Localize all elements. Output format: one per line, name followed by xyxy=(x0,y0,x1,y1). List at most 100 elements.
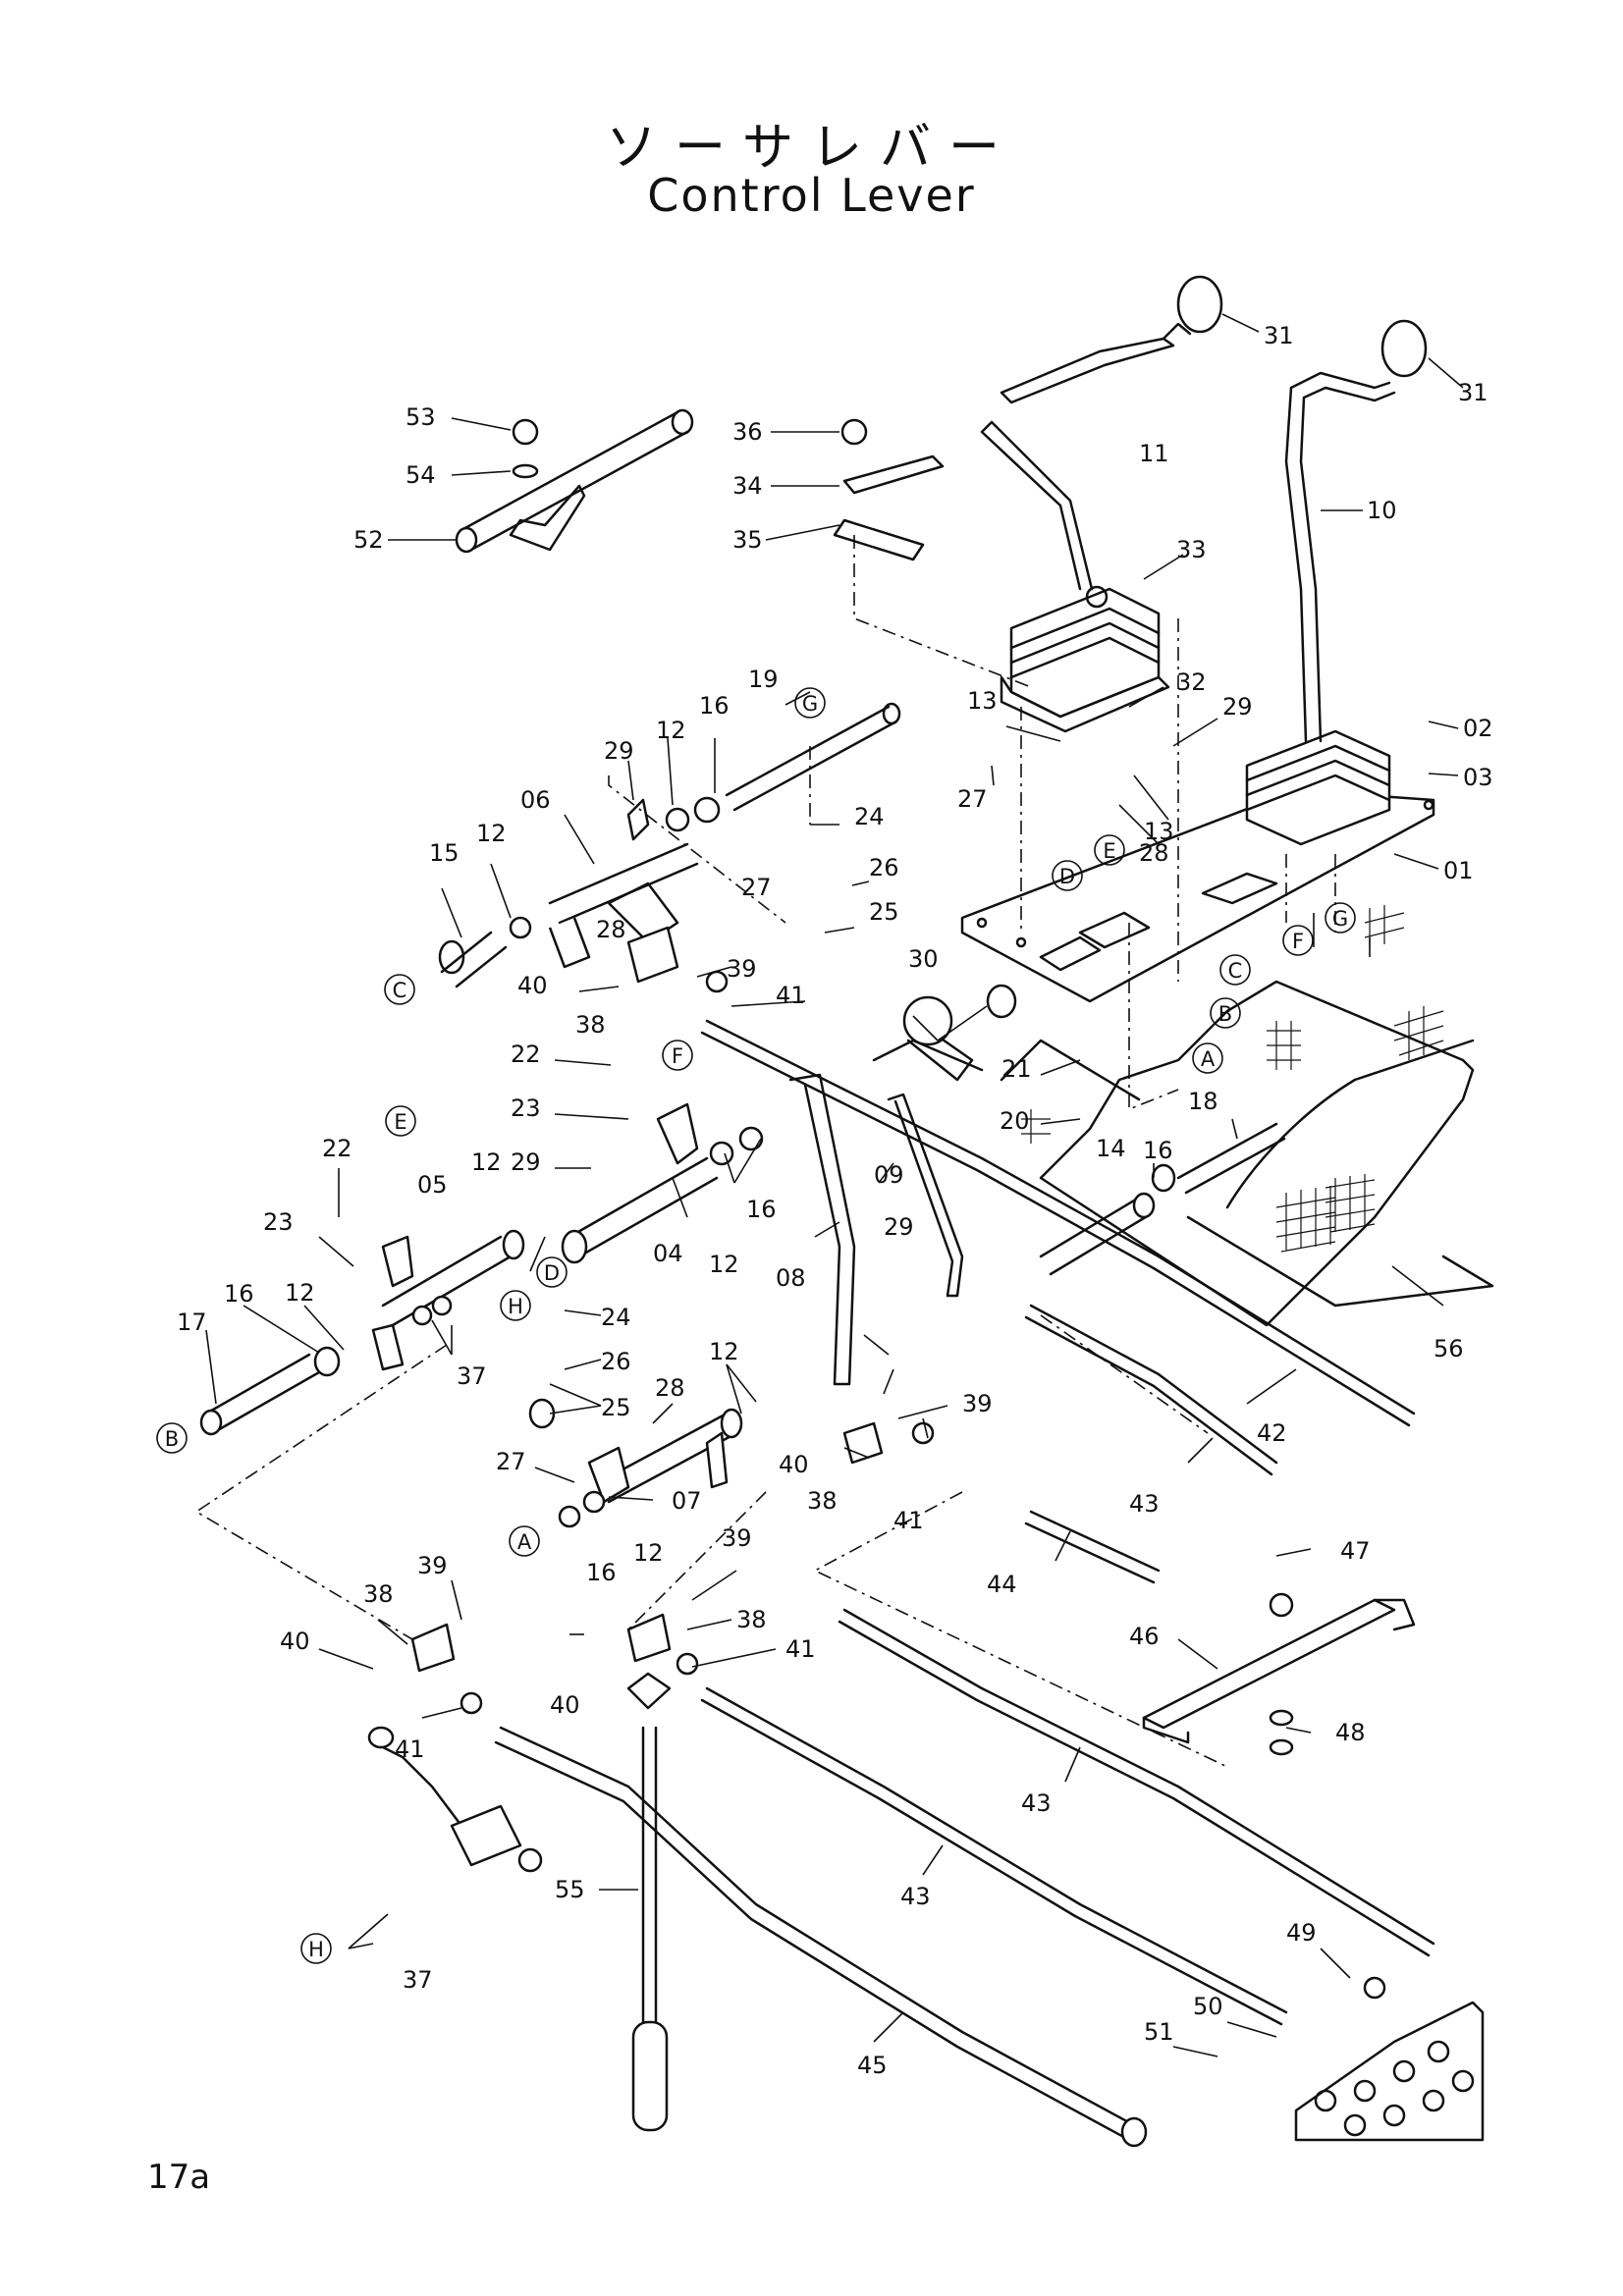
callout-22-left: 22 xyxy=(322,1135,352,1162)
rods-17-18-14 xyxy=(199,1122,1286,1436)
callout-34: 34 xyxy=(732,472,763,500)
brackets-34-35 xyxy=(833,418,945,561)
callout-35: 35 xyxy=(732,526,763,554)
lever-10 xyxy=(1284,319,1428,743)
callout-37-mid: 37 xyxy=(457,1362,487,1390)
callout-28-low: 28 xyxy=(655,1374,685,1402)
cables xyxy=(494,1019,1435,2148)
svg-text:F: F xyxy=(1292,930,1304,953)
svg-text:G: G xyxy=(802,692,818,716)
callout-07: 07 xyxy=(672,1487,702,1515)
callout-31a: 31 xyxy=(1264,322,1294,349)
callout-37-low: 37 xyxy=(403,1966,433,1994)
callout-03: 03 xyxy=(1463,764,1493,791)
callout-42: 42 xyxy=(1257,1419,1287,1447)
callout-01: 01 xyxy=(1443,857,1474,884)
callout-43-low: 43 xyxy=(900,1883,931,1910)
marker-g-top: G xyxy=(794,687,826,719)
svg-text:H: H xyxy=(508,1295,523,1318)
callout-33: 33 xyxy=(1176,536,1207,563)
svg-text:G: G xyxy=(1332,907,1348,931)
callout-38-mid: 38 xyxy=(807,1487,838,1515)
callout-04: 04 xyxy=(653,1240,683,1267)
callout-22-top: 22 xyxy=(511,1041,541,1068)
callout-13-top: 13 xyxy=(967,687,998,715)
marker-b-left: B xyxy=(156,1422,188,1454)
marker-c-right: C xyxy=(1219,954,1251,986)
callout-39-left: 39 xyxy=(417,1552,448,1579)
marker-f-top: F xyxy=(1282,925,1314,956)
callout-30: 30 xyxy=(908,945,939,973)
control-valve-block xyxy=(1294,1976,1485,2142)
callout-56: 56 xyxy=(1434,1335,1464,1362)
callout-16-low: 16 xyxy=(586,1559,617,1586)
callout-08: 08 xyxy=(776,1264,806,1292)
callout-41-top: 41 xyxy=(776,982,806,1009)
marker-d-left: D xyxy=(536,1256,568,1288)
handle-55 xyxy=(626,1672,672,2132)
callout-06: 06 xyxy=(520,786,551,814)
callout-05: 05 xyxy=(417,1171,448,1199)
callout-29-top: 29 xyxy=(1222,693,1253,721)
handrail-52 xyxy=(455,408,694,554)
callout-24-top: 24 xyxy=(854,803,885,830)
shaft-05 xyxy=(371,1229,525,1371)
callout-12-top: 12 xyxy=(656,717,686,744)
callout-11: 11 xyxy=(1139,440,1169,467)
callout-13-right: 13 xyxy=(1144,818,1174,845)
callout-40-low: 40 xyxy=(550,1691,580,1719)
callout-38-left: 38 xyxy=(363,1580,394,1608)
callout-16-mid: 16 xyxy=(1143,1137,1173,1164)
marker-a-left: A xyxy=(509,1525,540,1557)
callout-40-mid: 40 xyxy=(779,1451,809,1478)
callout-24-mid: 24 xyxy=(601,1304,631,1331)
rod-19 xyxy=(725,702,901,812)
callout-43-upper: 43 xyxy=(1129,1490,1160,1518)
svg-text:B: B xyxy=(165,1427,179,1451)
callout-51: 51 xyxy=(1144,2018,1174,2046)
callout-41-mid: 41 xyxy=(893,1507,924,1534)
callout-09: 09 xyxy=(874,1161,904,1189)
svg-text:F: F xyxy=(672,1044,683,1068)
callout-25-top: 25 xyxy=(869,898,899,926)
callout-41-left: 41 xyxy=(395,1735,425,1763)
callout-47: 47 xyxy=(1340,1537,1371,1565)
svg-text:D: D xyxy=(544,1261,560,1285)
marker-g-right: G xyxy=(1325,902,1356,934)
marker-a-right: A xyxy=(1192,1042,1223,1074)
callout-40-top: 40 xyxy=(517,972,548,999)
callout-26-mid: 26 xyxy=(601,1348,631,1375)
callout-49: 49 xyxy=(1286,1919,1317,1947)
callout-39-top: 39 xyxy=(727,955,757,983)
switch-37 xyxy=(367,1726,543,1873)
callout-28-mid: 28 xyxy=(596,916,626,943)
callout-20: 20 xyxy=(1000,1107,1030,1135)
callout-45: 45 xyxy=(857,2052,888,2079)
callout-36: 36 xyxy=(732,418,763,446)
callout-12-left: 12 xyxy=(476,820,507,847)
callout-54: 54 xyxy=(406,461,436,489)
marker-e-top: E xyxy=(1094,834,1125,866)
callout-19: 19 xyxy=(748,666,779,693)
callout-23-top: 23 xyxy=(511,1095,541,1122)
page-title-japanese: ソーサレバー xyxy=(606,119,1017,178)
callout-29-mid: 29 xyxy=(511,1148,541,1176)
callout-16-left: 16 xyxy=(224,1280,254,1308)
callout-02: 02 xyxy=(1463,715,1493,742)
lever-09-08 xyxy=(788,984,1017,1386)
callout-18: 18 xyxy=(1188,1088,1218,1115)
callout-23-left: 23 xyxy=(263,1208,294,1236)
bracket-46 xyxy=(1142,1592,1416,1756)
marker-h-left: H xyxy=(500,1290,531,1321)
floor-plate xyxy=(872,905,1494,1327)
callout-32: 32 xyxy=(1176,668,1207,696)
callout-39-mid: 39 xyxy=(962,1390,993,1417)
svg-text:A: A xyxy=(517,1530,532,1554)
marker-b-right: B xyxy=(1210,997,1241,1029)
callout-52: 52 xyxy=(353,526,384,554)
callout-14: 14 xyxy=(1096,1135,1126,1162)
svg-text:E: E xyxy=(1103,839,1115,863)
shaft-07 xyxy=(528,1398,743,1528)
callout-12-low2: 12 xyxy=(709,1338,739,1365)
clevises xyxy=(410,926,935,1715)
